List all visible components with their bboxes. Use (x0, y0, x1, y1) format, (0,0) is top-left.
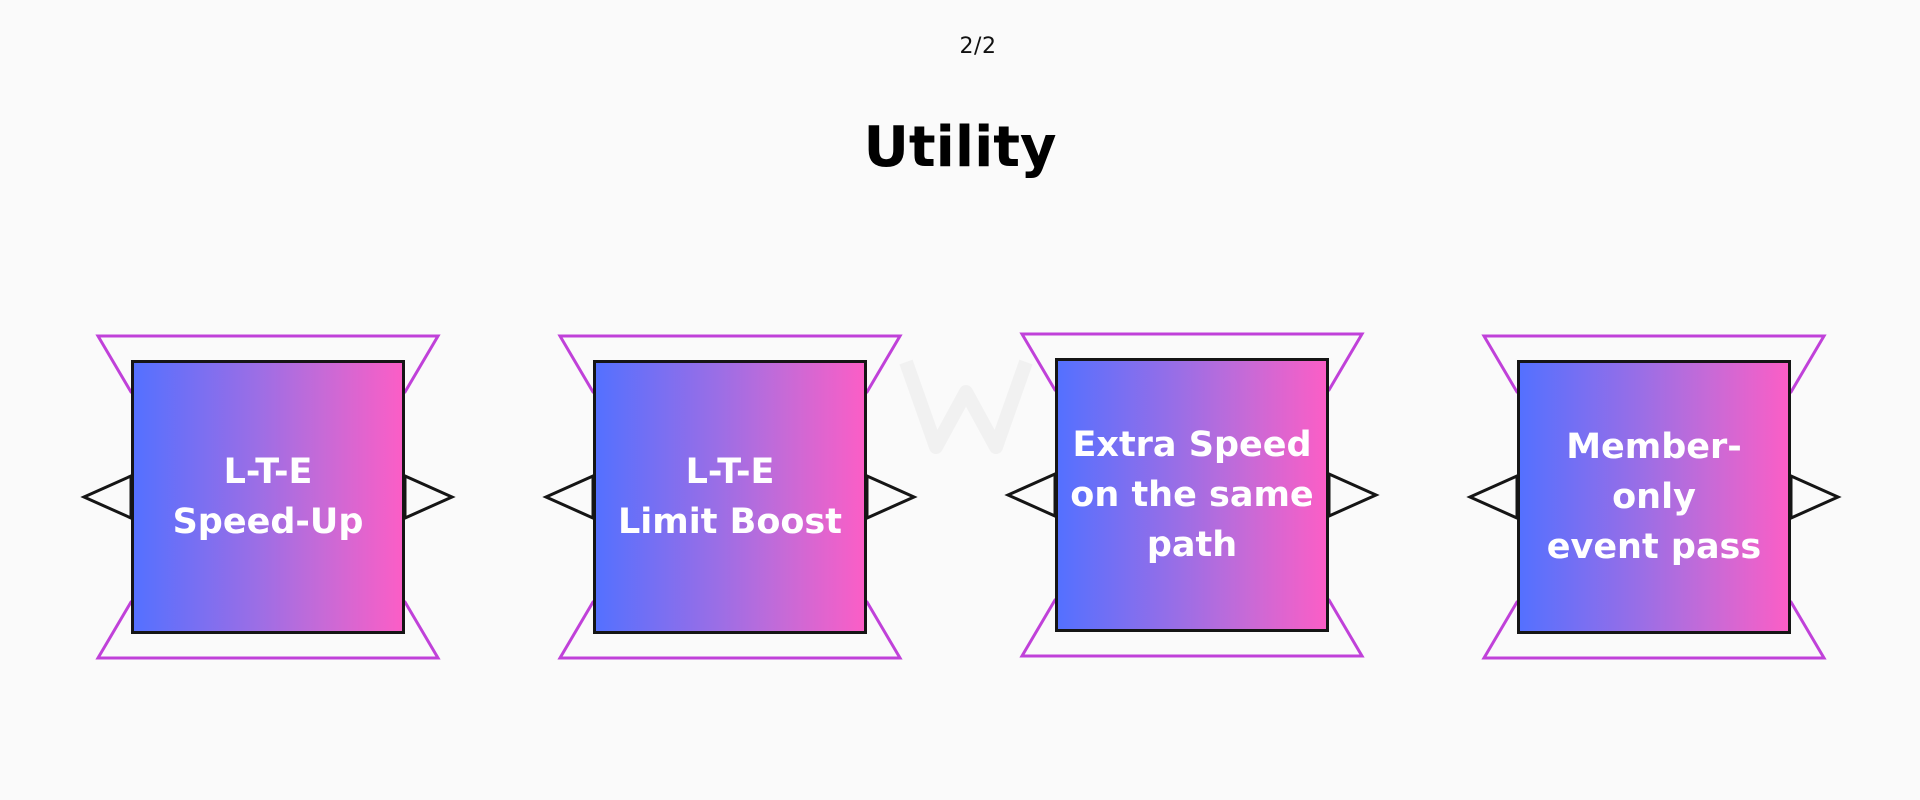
card-label: L-T-E Speed-Up (172, 452, 364, 542)
watermark-logo (899, 359, 1033, 454)
utility-card-extra-speed: Extra Speed on the same path (1004, 332, 1380, 658)
page-counter: 2/2 (959, 34, 997, 59)
card-face: L-T-E Limit Boost (593, 360, 867, 634)
card-label: Member-only event pass (1546, 427, 1762, 567)
card-label: L-T-E Limit Boost (617, 452, 842, 542)
card-frame-graphic (80, 334, 456, 660)
card-label: Extra Speed on the same path (1070, 425, 1314, 565)
utility-card-lte-speed-up: L-T-E Speed-Up (80, 334, 456, 660)
utility-card-lte-limit-boost: L-T-E Limit Boost (542, 334, 918, 660)
card-face: Member-only event pass (1517, 360, 1791, 634)
card-frame-graphic (542, 334, 918, 660)
page-title: Utility (863, 115, 1057, 180)
card-face: L-T-E Speed-Up (131, 360, 405, 634)
utility-card-member-event-pass: Member-only event pass (1466, 334, 1842, 660)
card-face: Extra Speed on the same path (1055, 358, 1329, 632)
